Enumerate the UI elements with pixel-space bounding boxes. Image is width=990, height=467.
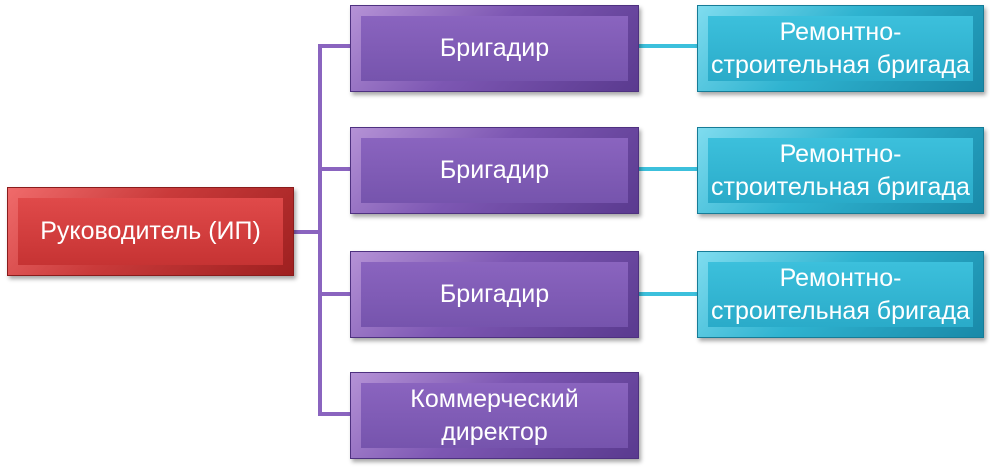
team-node-label: Ремонтно- строительная бригада (707, 262, 974, 327)
foreman-node-label: Бригадир (439, 156, 550, 185)
team-node-3: Ремонтно- строительная бригада (697, 251, 984, 338)
foreman-node-label: Бригадир (439, 34, 550, 63)
root-node-label: Руководитель (ИП) (40, 217, 261, 246)
team-node-line-1: Ремонтно- (779, 140, 902, 168)
team-node-line-2: строительная бригада (711, 50, 970, 79)
team-node-label: Ремонтно- строительная бригада (707, 138, 974, 203)
commercial-director-line-1: Коммерческий (410, 385, 579, 413)
commercial-director-node: Коммерческий директор (350, 372, 639, 459)
foreman-node-2: Бригадир (350, 127, 639, 214)
team-node-2: Ремонтно- строительная бригада (697, 127, 984, 214)
foreman-node-label: Бригадир (439, 280, 550, 309)
team-node-line-1: Ремонтно- (779, 18, 902, 46)
root-node-manager: Руководитель (ИП) (7, 187, 294, 276)
foreman-node-1: Бригадир (350, 5, 639, 92)
team-node-label: Ремонтно- строительная бригада (707, 16, 974, 81)
team-node-line-2: строительная бригада (711, 296, 970, 325)
commercial-director-line-2: директор (441, 417, 548, 446)
commercial-director-label: Коммерческий директор (406, 383, 582, 448)
team-node-line-1: Ремонтно- (779, 264, 902, 292)
team-node-1: Ремонтно- строительная бригада (697, 5, 984, 92)
team-node-line-2: строительная бригада (711, 172, 970, 201)
foreman-node-3: Бригадир (350, 251, 639, 338)
